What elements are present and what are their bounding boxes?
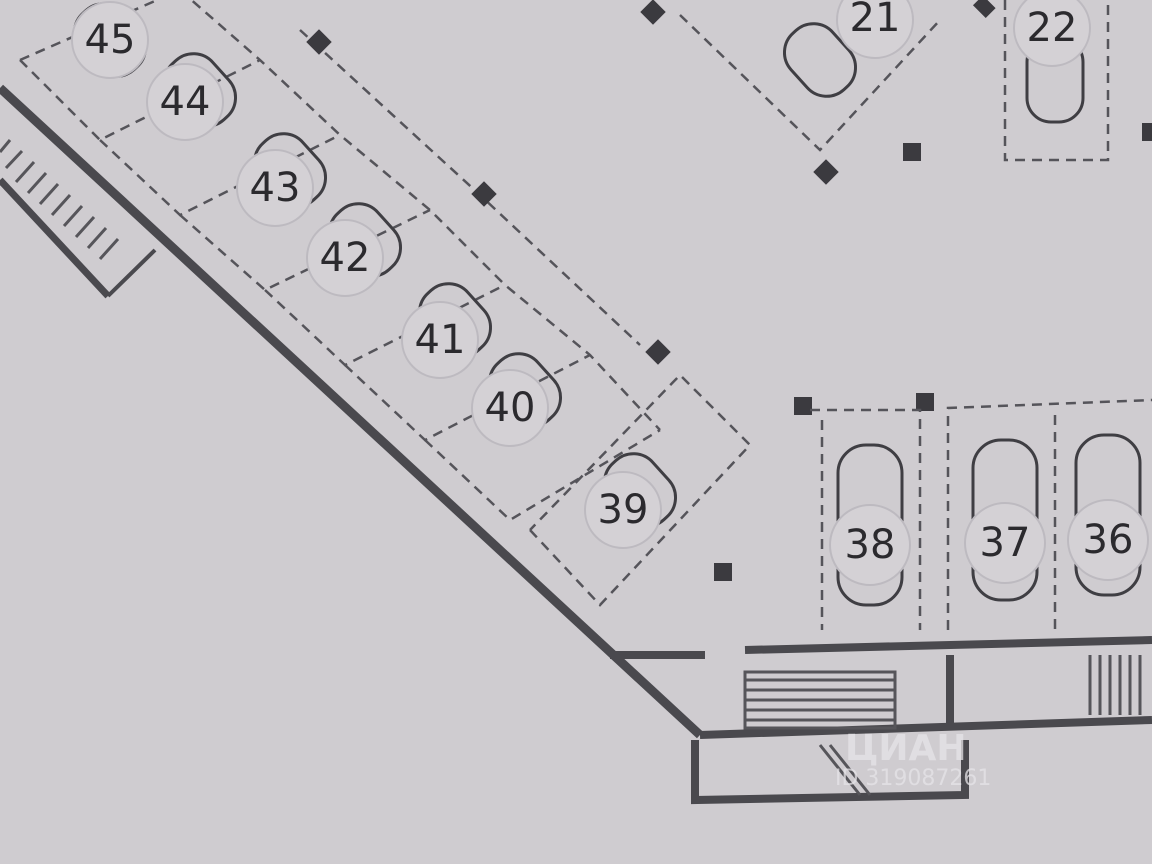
diagonal-wall <box>0 84 704 739</box>
spot-number: 39 <box>598 487 649 533</box>
spot-number: 40 <box>485 385 536 431</box>
spot-41: 41 <box>401 301 479 379</box>
spot-43: 43 <box>236 149 314 227</box>
spot-number: 36 <box>1083 517 1134 563</box>
spot-number: 22 <box>1027 5 1078 51</box>
bottom-walls <box>610 636 1152 805</box>
watermark: ЦИАН ID 319087261 <box>835 728 991 791</box>
spot-36: 36 <box>1067 499 1149 581</box>
spot-number: 45 <box>85 17 136 63</box>
spot-40: 40 <box>471 369 549 447</box>
spot-44: 44 <box>146 63 224 141</box>
stairs-top-left <box>0 139 120 261</box>
spot-number: 37 <box>980 520 1031 566</box>
spot-number: 44 <box>160 79 211 125</box>
pillars <box>306 0 1152 581</box>
top-right-parking <box>679 0 1110 162</box>
spot-number: 21 <box>850 0 901 41</box>
bottom-stairs <box>743 655 1142 796</box>
spot-21: 21 <box>836 0 914 59</box>
spot-45: 45 <box>71 1 149 79</box>
spot-39: 39 <box>584 471 662 549</box>
watermark-brand: ЦИАН <box>845 728 967 769</box>
right-parking-boxes <box>810 398 1152 630</box>
spot-42: 42 <box>306 219 384 297</box>
spot-labels: 45 44 43 42 41 40 39 38 37 36 21 22 <box>71 0 1149 586</box>
spot-38: 38 <box>829 504 911 586</box>
spot-number: 43 <box>250 165 301 211</box>
spot-37: 37 <box>964 502 1046 584</box>
watermark-id: ID 319087261 <box>835 766 991 791</box>
spot-number: 41 <box>415 317 466 363</box>
spot-number: 38 <box>845 522 896 568</box>
spot-22: 22 <box>1013 0 1091 67</box>
spot-number: 42 <box>320 235 371 281</box>
car-icon <box>782 22 858 98</box>
